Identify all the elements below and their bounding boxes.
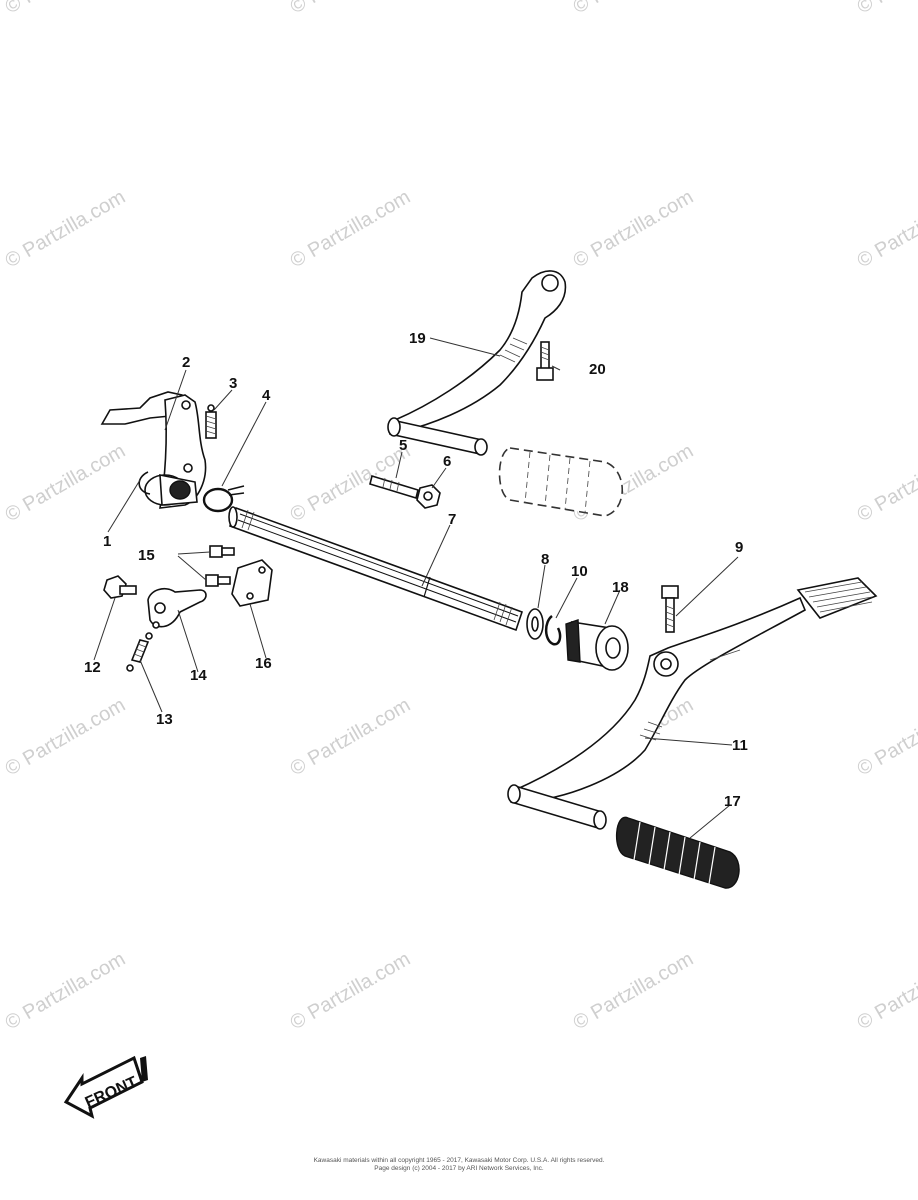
watermark: © Partzilla.com (570, 186, 698, 272)
callout-labels: 1 2 3 4 5 6 7 8 9 10 11 12 13 14 15 16 1… (84, 330, 748, 810)
callout-11: 11 (732, 737, 748, 754)
callout-16: 16 (255, 655, 272, 672)
spring-13 (126, 632, 153, 672)
bolt-5 (369, 474, 419, 500)
copyright-footer: Kawasaki materials within all copyright … (0, 1157, 918, 1173)
watermark: © Partzilla.com (570, 948, 698, 1034)
watermark: © Partzilla.com (287, 694, 415, 780)
watermark: © Partzilla.com (854, 440, 918, 526)
callout-12: 12 (84, 659, 101, 676)
callout-2: 2 (182, 354, 190, 371)
lower-pedal-lever (507, 577, 878, 830)
callout-4: 4 (262, 387, 271, 404)
nut-6 (416, 484, 441, 509)
sleeve-18 (565, 619, 629, 671)
shift-shaft (228, 506, 524, 632)
watermark: © Partzilla.com (854, 694, 918, 780)
pedal-tread (804, 581, 873, 613)
front-direction-arrow: FRONT (63, 1055, 148, 1119)
spring-ring-4 (202, 485, 245, 513)
callout-3: 3 (229, 375, 237, 392)
spring-3 (205, 404, 217, 439)
callout-5: 5 (399, 437, 407, 454)
watermark: © Partzilla.com (854, 186, 918, 272)
callout-19: 19 (409, 330, 426, 347)
watermark: © Partzilla.com (2, 948, 130, 1034)
washer-8 (526, 608, 544, 640)
copyright-line-2: Page design (c) 2004 - 2017 by ARI Netwo… (374, 1165, 544, 1172)
callout-13: 13 (156, 711, 173, 728)
upper-pedal-rubber (498, 447, 624, 517)
watermark: © Partzilla.com (287, 0, 415, 18)
leader-lines (93, 337, 739, 839)
callout-10: 10 (571, 563, 588, 580)
watermark: © Partzilla.com (2, 0, 130, 18)
watermark: © Partzilla.com (570, 0, 698, 18)
bolt-20 (536, 341, 554, 381)
arm-14 (147, 588, 207, 629)
bolt-12 (103, 575, 137, 599)
bolt-9 (661, 585, 679, 633)
watermark: © Partzilla.com (854, 948, 918, 1034)
plate-16 (231, 559, 273, 607)
callout-6: 6 (443, 453, 451, 470)
screws-15 (205, 545, 235, 587)
upper-pedal-lever (387, 270, 624, 517)
callout-15: 15 (138, 547, 155, 564)
watermark: © Partzilla.com (2, 694, 130, 780)
callout-18: 18 (612, 579, 629, 596)
callout-20: 20 (589, 361, 606, 378)
callout-9: 9 (735, 539, 743, 556)
watermark: © Partzilla.com (2, 440, 130, 526)
copyright-line-1: Kawasaki materials within all copyright … (313, 1157, 605, 1164)
shift-arm-assembly (100, 391, 207, 509)
callout-7: 7 (448, 511, 456, 528)
callout-17: 17 (724, 793, 741, 810)
watermark-layer: © Partzilla.com © Partzilla.com © Partzi… (2, 0, 918, 1034)
callout-1: 1 (103, 533, 111, 550)
watermark: © Partzilla.com (287, 948, 415, 1034)
callout-8: 8 (541, 551, 549, 568)
circlip-10 (544, 615, 562, 646)
watermark: © Partzilla.com (2, 186, 130, 272)
pedal-rubber-17 (615, 816, 740, 889)
watermark: © Partzilla.com (287, 186, 415, 272)
callout-14: 14 (190, 667, 207, 684)
watermark: © Partzilla.com (854, 0, 918, 18)
